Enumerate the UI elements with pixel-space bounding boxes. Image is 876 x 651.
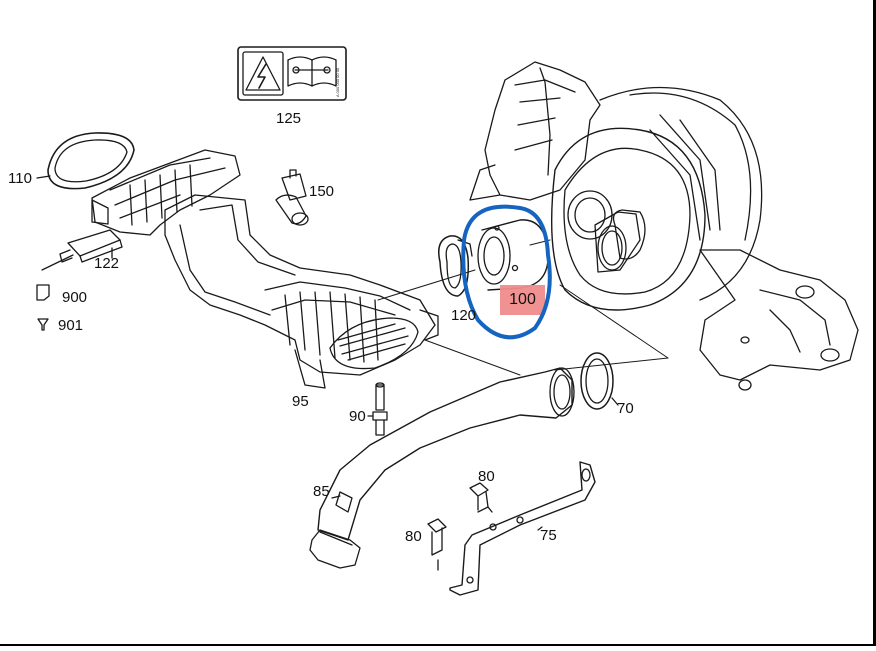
sensor-122 (41, 229, 123, 271)
o-ring-70 (580, 352, 619, 410)
turbocharger (469, 61, 859, 391)
label-100: 100 (509, 291, 536, 308)
bracket-75 (449, 461, 596, 596)
bolt-90 (367, 382, 388, 436)
manual-wrench-icon (287, 56, 337, 87)
pipe-85 (309, 367, 575, 569)
svg-text:A 000 000 00 00: A 000 000 00 00 (335, 67, 340, 97)
frame-edge-bottom (0, 644, 876, 646)
bolt-80-lower (427, 518, 447, 571)
annotation-circle (461, 204, 552, 340)
sensor-150 (275, 169, 309, 226)
label-95: 95 (292, 393, 309, 410)
sleeve-100 (477, 219, 549, 291)
label-150: 150 (309, 183, 335, 200)
frame-edge-right (873, 0, 876, 646)
label-80-upper: 80 (478, 468, 495, 485)
label-901: 901 (58, 317, 84, 334)
part-901 (37, 318, 49, 331)
label-90: 90 (349, 408, 366, 425)
label-80-lower: 80 (405, 528, 422, 545)
label-900: 900 (62, 289, 88, 306)
part-900 (36, 284, 50, 301)
label-120: 120 (451, 307, 477, 324)
label-122: 122 (94, 255, 120, 272)
label-85: 85 (313, 483, 330, 500)
leader-lines (377, 239, 669, 376)
label-110: 110 (8, 170, 32, 187)
label-125: 125 (276, 110, 302, 127)
highlight-box (500, 285, 545, 315)
label-70: 70 (617, 400, 634, 417)
bolt-80-upper (469, 482, 493, 513)
gasket-110 (36, 132, 135, 190)
label-75: 75 (540, 527, 557, 544)
intake-pipe-95 (91, 149, 439, 389)
warning-label-part: A 000 000 00 00 (237, 46, 347, 101)
electric-hazard-icon (245, 56, 281, 91)
